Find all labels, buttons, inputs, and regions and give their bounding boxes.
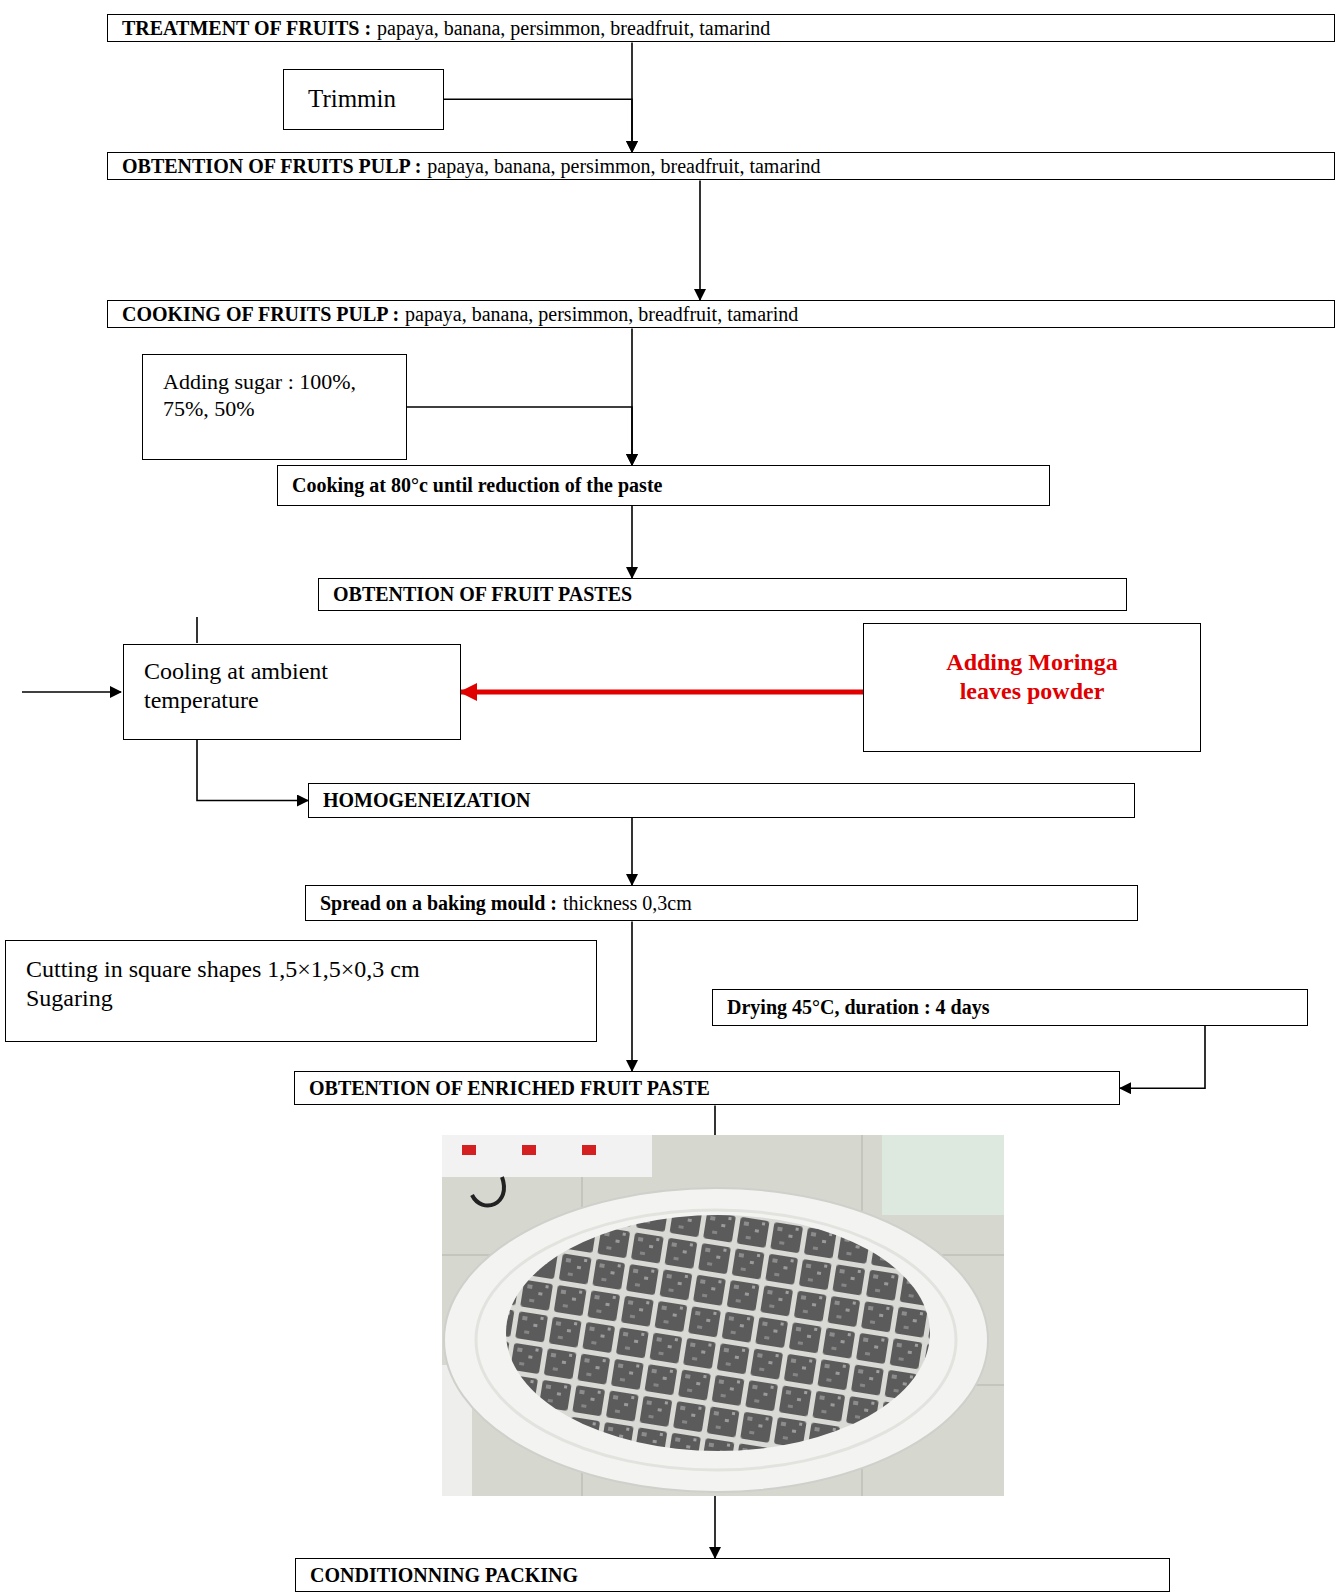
- step-detail: Sugaring: [26, 984, 576, 1013]
- flow-line: [196, 617, 198, 643]
- note-box: Cutting in square shapes 1,5×1,5×0,3 cmS…: [5, 940, 597, 1042]
- flow-arrow: [22, 691, 121, 693]
- process-band: HOMOGENEIZATION: [308, 783, 1135, 818]
- step-label: Spread on a baking mould :: [320, 892, 557, 914]
- power-cable: [472, 1177, 504, 1205]
- step-detail: papaya, banana, persimmon, breadfruit, t…: [427, 155, 820, 177]
- step-label: Cooling at ambient temperature: [144, 657, 440, 716]
- step-label: Drying 45°C, duration : 4 days: [727, 995, 1293, 1019]
- step-label: TREATMENT OF FRUITS :: [122, 17, 371, 39]
- input-box: Adding sugar : 100%, 75%, 50%: [142, 354, 407, 460]
- process-box: Cooling at ambient temperature: [123, 644, 461, 740]
- step-detail: papaya, banana, persimmon, breadfruit, t…: [377, 17, 770, 39]
- step-label: Trimmin: [308, 84, 419, 115]
- process-band: COOKING OF FRUITS PULP : papaya, banana, …: [107, 300, 1335, 328]
- flow-arrow: [197, 740, 308, 801]
- step-label: Adding sugar : 100%, 75%, 50%: [163, 369, 388, 423]
- flow-arrow: [631, 921, 633, 1071]
- step-detail: papaya, banana, persimmon, breadfruit, t…: [405, 303, 798, 325]
- plate-rim: [476, 1210, 956, 1470]
- step-label: Cutting in square shapes 1,5×1,5×0,3 cm: [26, 955, 576, 984]
- power-strip: [442, 1135, 652, 1177]
- step-label: OBTENTION OF ENRICHED FRUIT PASTE: [309, 1076, 1105, 1100]
- step-label: CONDITIONNING PACKING: [310, 1563, 1155, 1587]
- flow-arrow: [407, 407, 632, 465]
- power-switch: [582, 1145, 596, 1155]
- input-box: Trimmin: [283, 69, 444, 130]
- power-switch: [522, 1145, 536, 1155]
- step-label: OBTENTION OF FRUITS PULP :: [122, 155, 421, 177]
- process-band: CONDITIONNING PACKING: [295, 1558, 1170, 1592]
- plastic-bag: [882, 1135, 1004, 1215]
- flow-arrow: [699, 180, 701, 300]
- tile-joints: [442, 1135, 1004, 1496]
- process-band: OBTENTION OF FRUITS PULP : papaya, banana…: [107, 152, 1335, 180]
- step-label: Adding Moringa leaves powder: [914, 648, 1150, 707]
- flow-arrow: [631, 818, 633, 885]
- step-detail: thickness 0,3cm: [563, 892, 692, 914]
- fruit-paste-pieces: [506, 1215, 930, 1451]
- product-photo: [442, 1135, 1004, 1496]
- plate: [444, 1188, 988, 1492]
- tiled-floor: [442, 1135, 1004, 1496]
- step-label: COOKING OF FRUITS PULP :: [122, 303, 399, 325]
- flow-arrow: [1120, 1026, 1205, 1088]
- flow-arrow: [461, 690, 863, 695]
- process-box: Drying 45°C, duration : 4 days: [712, 989, 1308, 1026]
- step-label: Cooking at 80°c until reduction of the p…: [292, 473, 1035, 497]
- flow-arrow: [444, 99, 632, 152]
- process-band: OBTENTION OF ENRICHED FRUIT PASTE: [294, 1071, 1120, 1105]
- step-label: HOMOGENEIZATION: [323, 788, 1120, 812]
- step-label: OBTENTION OF FRUIT PASTES: [333, 582, 1112, 606]
- process-box: Cooking at 80°c until reduction of the p…: [277, 465, 1050, 506]
- flow-arrow: [631, 506, 633, 578]
- process-band: Spread on a baking mould : thickness 0,3c…: [305, 885, 1138, 921]
- process-band: TREATMENT OF FRUITS : papaya, banana, per…: [107, 14, 1335, 42]
- process-band: OBTENTION OF FRUIT PASTES: [318, 578, 1127, 611]
- input-box: Adding Moringa leaves powder: [863, 623, 1201, 752]
- power-switch: [462, 1145, 476, 1155]
